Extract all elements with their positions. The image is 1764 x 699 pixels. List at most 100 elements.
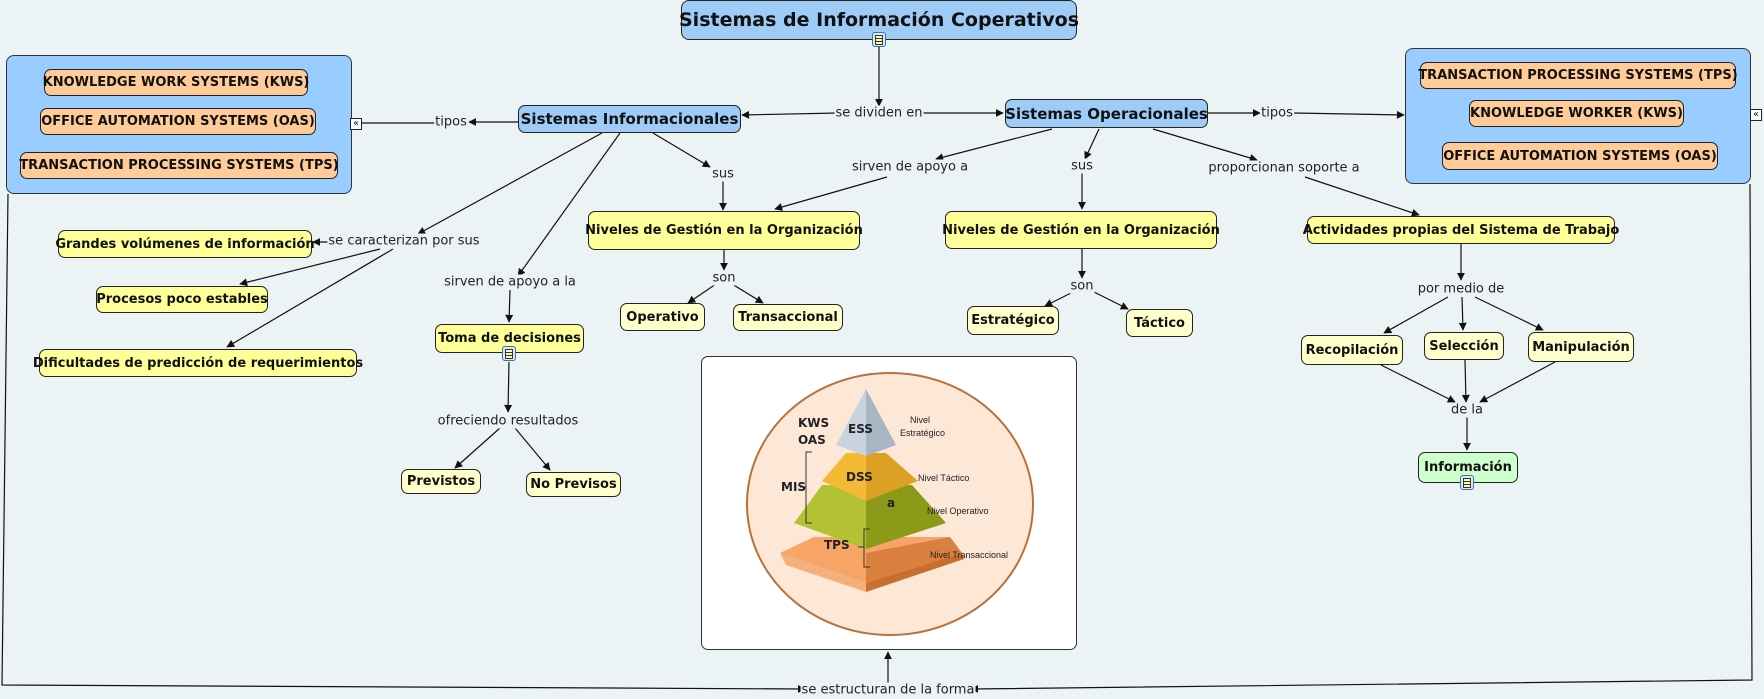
pyramid-image[interactable]: KWS OAS MIS TPS ESS DSS a Nivel Estratég… bbox=[701, 356, 1077, 650]
concept-label: Actividades propias del Sistema de Traba… bbox=[1302, 222, 1620, 238]
left-group-item-label: TRANSACTION PROCESSING SYSTEMS (TPS) bbox=[19, 158, 339, 173]
link-informacionales-sus bbox=[652, 132, 711, 168]
concept-grandes-volumenes[interactable]: Grandes volúmenes de información bbox=[55, 230, 315, 258]
collapse-icon[interactable]: « bbox=[1750, 109, 1762, 121]
concept-label: Información bbox=[1424, 460, 1512, 475]
link-toma-ofreciendo bbox=[504, 361, 513, 413]
concept-procesos-poco-estables[interactable]: Procesos poco estables bbox=[96, 286, 268, 313]
concept-transaccional[interactable]: Transaccional bbox=[733, 304, 843, 331]
link-label-se-caracterizan[interactable]: se caracterizan por sus bbox=[327, 233, 481, 249]
pyramid-layer-tactico bbox=[822, 453, 866, 501]
link-label-sirven-apoyo-a[interactable]: sirven de apoyo a bbox=[850, 159, 970, 175]
concept-label: Táctico bbox=[1134, 315, 1185, 331]
link-informacionales-caracterizan bbox=[417, 132, 603, 235]
concept-label: Grandes volúmenes de información bbox=[55, 236, 315, 252]
pyramid-level-transaccional: Nivel Transaccional bbox=[930, 550, 1008, 560]
link-informacionales-sirven-la bbox=[517, 132, 621, 277]
document-icon[interactable] bbox=[1460, 475, 1474, 490]
concept-previstos[interactable]: Previstos bbox=[401, 469, 481, 494]
pyramid-level-estrategico-2: Estratégico bbox=[900, 428, 945, 438]
concept-sistemas-informacionales[interactable]: Sistemas Informacionales bbox=[518, 105, 741, 133]
pyramid-level-operativo: Nivel Operativo bbox=[927, 506, 989, 516]
link-proporcionan-actividades bbox=[1304, 176, 1420, 217]
concept-niveles-gestion-left[interactable]: Niveles de Gestión en la Organización bbox=[585, 211, 863, 250]
link-label-de-la[interactable]: de la bbox=[1450, 402, 1484, 418]
pyramid-label-ess: ESS bbox=[848, 422, 873, 436]
link-label-ofreciendo-resultados[interactable]: ofreciendo resultados bbox=[436, 413, 580, 429]
concept-estrategico[interactable]: Estratégico bbox=[967, 306, 1059, 335]
link-label-son-left[interactable]: son bbox=[711, 270, 737, 286]
concept-label: Niveles de Gestión en la Organización bbox=[942, 222, 1220, 238]
concept-label: Previstos bbox=[406, 474, 476, 489]
pyramid-label-oas: OAS bbox=[798, 433, 826, 447]
left-group-item-oas[interactable]: OFFICE AUTOMATION SYSTEMS (OAS) bbox=[40, 108, 316, 135]
link-leftgroup-estructuran bbox=[1, 193, 806, 693]
link-seleccion-dela bbox=[1461, 359, 1470, 403]
link-son-operativo bbox=[687, 283, 717, 304]
tps-bracket bbox=[863, 528, 870, 568]
concept-dificultades-prediccion[interactable]: Dificultades de predicción de requerimie… bbox=[33, 349, 363, 377]
left-group-item-label: OFFICE AUTOMATION SYSTEMS (OAS) bbox=[41, 114, 315, 129]
concept-niveles-gestion-right[interactable]: Niveles de Gestión en la Organización bbox=[942, 211, 1220, 249]
link-label-por-medio-de[interactable]: por medio de bbox=[1416, 281, 1506, 297]
right-group-item-tps[interactable]: TRANSACTION PROCESSING SYSTEMS (TPS) bbox=[1418, 62, 1738, 89]
pyramid-graphic: KWS OAS MIS TPS ESS DSS a Nivel Estratég… bbox=[746, 372, 1034, 636]
document-icon[interactable] bbox=[502, 346, 516, 361]
link-label-se-dividen-en[interactable]: se dividen en bbox=[834, 105, 924, 121]
link-rightgroup-estructuran bbox=[970, 183, 1753, 693]
link-pormedio-manipulacion bbox=[1474, 296, 1544, 331]
link-label-proporcionan-soporte[interactable]: proporcionan soporte a bbox=[1207, 160, 1361, 176]
link-recopilacion-dela bbox=[1380, 364, 1456, 403]
pyramid-label-a: a bbox=[887, 496, 895, 510]
concept-label: Dificultades de predicción de requerimie… bbox=[32, 355, 364, 371]
pyramid-layer-estrategico bbox=[836, 389, 866, 456]
concept-label: Operativo bbox=[626, 309, 699, 325]
pyramid-level-tactico: Nivel Táctico bbox=[918, 473, 969, 483]
right-group-item-kws[interactable]: KNOWLEDGE WORKER (KWS) bbox=[1469, 100, 1684, 127]
link-manipulacion-dela bbox=[1479, 361, 1556, 403]
concept-no-previsos[interactable]: No Previsos bbox=[526, 472, 621, 497]
link-dividen-informacionales bbox=[741, 110, 839, 119]
right-group-item-label: TRANSACTION PROCESSING SYSTEMS (TPS) bbox=[1418, 68, 1738, 83]
concept-recopilacion[interactable]: Recopilación bbox=[1301, 335, 1403, 365]
concept-tactico[interactable]: Táctico bbox=[1126, 309, 1193, 337]
pyramid-label-mis: MIS bbox=[781, 480, 806, 494]
concept-actividades-sistema-trabajo[interactable]: Actividades propias del Sistema de Traba… bbox=[1303, 216, 1619, 244]
document-icon[interactable] bbox=[872, 32, 886, 47]
concept-label: Selección bbox=[1429, 338, 1499, 354]
right-group-item-oas[interactable]: OFFICE AUTOMATION SYSTEMS (OAS) bbox=[1442, 142, 1718, 170]
concept-manipulacion[interactable]: Manipulación bbox=[1528, 332, 1634, 362]
link-label-tipos-right[interactable]: tipos bbox=[1260, 105, 1294, 121]
link-label-sirven-apoyo-a-la[interactable]: sirven de apoyo a la bbox=[443, 274, 577, 290]
pyramid-label-kws: KWS bbox=[798, 416, 829, 430]
left-group-item-tps[interactable]: TRANSACTION PROCESSING SYSTEMS (TPS) bbox=[19, 152, 339, 179]
concept-label: Niveles de Gestión en la Organización bbox=[585, 223, 863, 238]
link-operacionales-proporcionan bbox=[1152, 128, 1258, 162]
concept-label: Transaccional bbox=[738, 310, 838, 325]
concept-seleccion[interactable]: Selección bbox=[1424, 332, 1504, 360]
concept-label: Manipulación bbox=[1532, 339, 1630, 355]
link-operacionales-sus bbox=[1084, 128, 1100, 160]
left-group-item-kws[interactable]: KNOWLEDGE WORK SYSTEMS (KWS) bbox=[42, 69, 310, 96]
concept-label: Estratégico bbox=[971, 313, 1055, 328]
link-label-son-right[interactable]: son bbox=[1069, 278, 1095, 294]
left-group-item-label: KNOWLEDGE WORK SYSTEMS (KWS) bbox=[42, 75, 310, 90]
pyramid-label-tps: TPS bbox=[824, 538, 850, 552]
link-ofreciendo-previstos bbox=[454, 427, 501, 469]
right-group-item-label: OFFICE AUTOMATION SYSTEMS (OAS) bbox=[1443, 148, 1717, 164]
concept-label: Procesos poco estables bbox=[96, 292, 268, 307]
link-label-se-estructuran[interactable]: se estructuran de la forma bbox=[800, 682, 976, 698]
link-pormedio-seleccion bbox=[1458, 296, 1467, 331]
concept-label: Sistemas Operacionales bbox=[1005, 104, 1208, 123]
concept-label: No Previsos bbox=[530, 477, 617, 492]
collapse-icon[interactable]: « bbox=[350, 118, 362, 130]
concept-label: Recopilación bbox=[1305, 342, 1399, 358]
concept-operativo[interactable]: Operativo bbox=[620, 303, 705, 331]
link-label-tipos-left[interactable]: tipos bbox=[434, 114, 468, 130]
concept-label: Sistemas Informacionales bbox=[520, 110, 739, 128]
link-label-sus-left[interactable]: sus bbox=[711, 166, 735, 182]
pyramid-level-estrategico-1: Nivel bbox=[910, 415, 930, 425]
concept-sistemas-operacionales[interactable]: Sistemas Operacionales bbox=[1005, 99, 1208, 128]
link-label-sus-right[interactable]: sus bbox=[1070, 158, 1094, 174]
link-pormedio-recopilacion bbox=[1383, 296, 1449, 334]
